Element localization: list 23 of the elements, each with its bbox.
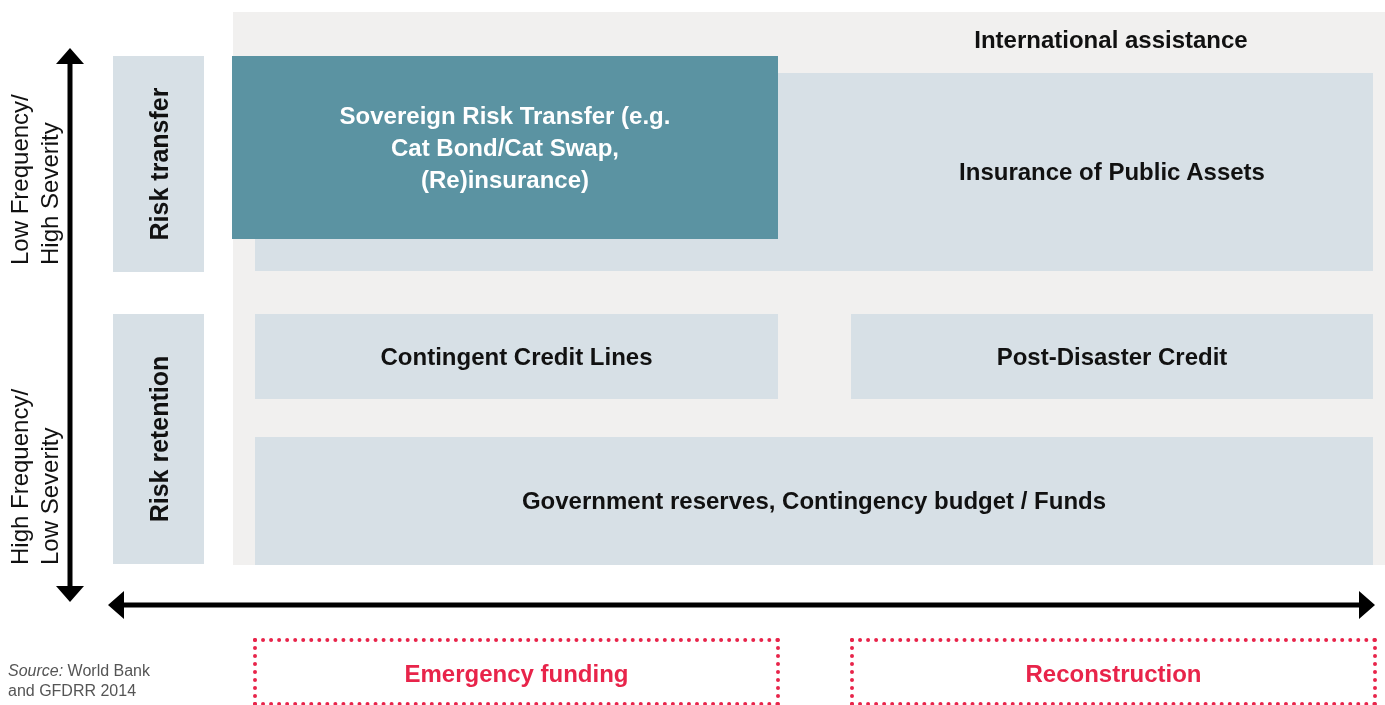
box-label: Reconstruction — [1024, 659, 1203, 689]
phase-box — [850, 638, 1377, 705]
axis-label: Low Frequency/ High Severity — [5, 93, 64, 265]
box-label: Government reserves, Contingency budget / Funds — [520, 486, 1108, 516]
highlight-box — [232, 56, 778, 239]
instrument-box — [778, 73, 1373, 271]
box-label: International assistance — [973, 25, 1249, 55]
instrument-box — [255, 437, 1373, 565]
category-box — [113, 56, 204, 272]
box-label: Insurance of Public Assets — [958, 157, 1266, 187]
box-label: Contingent Credit Lines — [379, 341, 654, 372]
background-panel — [233, 12, 1385, 565]
box-label: Sovereign Risk Transfer (e.g. Cat Bond/Cat Swap, (Re)insurance) — [338, 100, 672, 195]
instrument-box — [255, 314, 778, 399]
category-label: Risk transfer — [143, 87, 174, 241]
category-box — [113, 314, 204, 564]
phase-box — [253, 638, 780, 705]
box-label: Post-Disaster Credit — [995, 341, 1229, 372]
box-label: Emergency funding — [403, 659, 630, 689]
instrument-box — [851, 314, 1373, 399]
category-label: Risk retention — [143, 355, 174, 523]
source-note: Source: World Bank and GFDRR 2014 — [8, 661, 151, 701]
axis-label: High Frequency/ Low Severity — [5, 387, 64, 565]
